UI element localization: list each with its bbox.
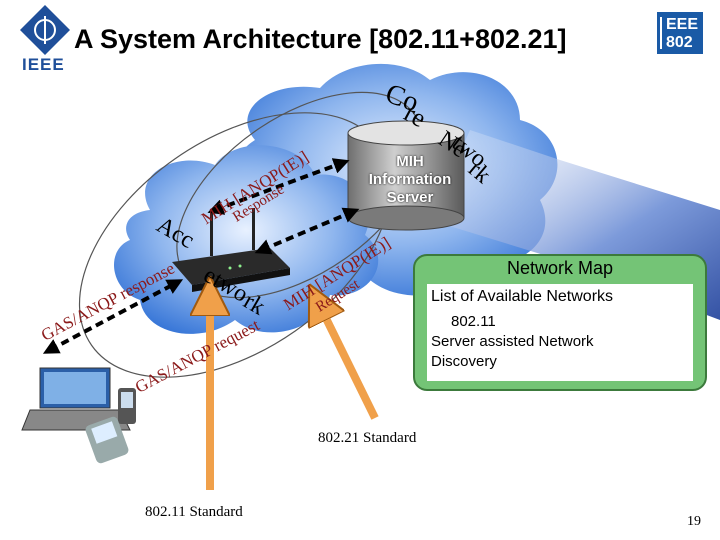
ieee-logo-icon bbox=[20, 5, 70, 55]
standard-8021-arrow bbox=[318, 302, 379, 420]
network-list-item: 802.11 bbox=[451, 313, 496, 330]
server-label-line-1: MIH bbox=[396, 153, 424, 170]
server-label-line-2: Information bbox=[368, 171, 452, 188]
network-map-content: List of Available Networks 802.11 Server… bbox=[427, 284, 693, 381]
page-number: 19 bbox=[687, 514, 701, 529]
network-list-item: Server assisted Network bbox=[431, 333, 594, 350]
server-label-line-3: Server bbox=[386, 189, 434, 206]
server-label: MIH Information Server bbox=[345, 153, 475, 207]
network-list-item: Discovery bbox=[431, 353, 497, 370]
client-devices-icon bbox=[21, 367, 136, 464]
badge-bottom-text: 802 bbox=[666, 34, 693, 51]
middle-dashed-arrow bbox=[254, 207, 360, 255]
network-list-title: List of Available Networks bbox=[431, 288, 614, 305]
ieee-802-badge: EEE 802 bbox=[657, 12, 703, 54]
standard-80211-label: 802.11 Standard bbox=[145, 504, 243, 520]
page-title: A System Architecture [802.11+802.21] bbox=[74, 24, 567, 54]
network-map-title: Network Map bbox=[506, 258, 614, 278]
lower-dashed-arrow bbox=[42, 279, 184, 354]
network-map-panel: Network Map List of Available Networks 8… bbox=[413, 254, 707, 391]
upper-dashed-arrow bbox=[207, 158, 350, 215]
ieee-logo-text: IEEE bbox=[22, 55, 65, 74]
server-database-icon bbox=[347, 120, 465, 231]
badge-top-text: EEE bbox=[666, 16, 699, 33]
standard-8021-label: 802.21 Standard bbox=[318, 430, 417, 446]
